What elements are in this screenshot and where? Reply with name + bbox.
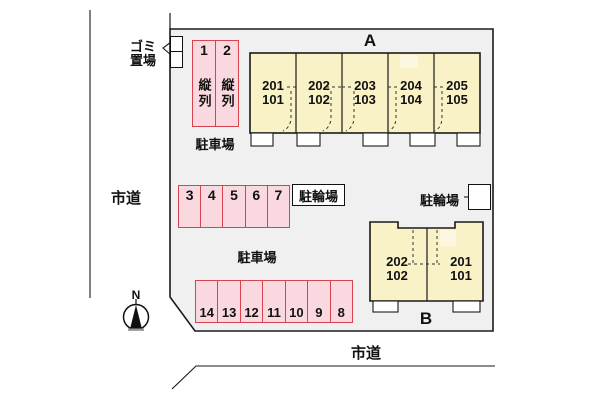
tandem-label: 縦列 <box>219 78 235 111</box>
bicycle-parking-box <box>468 184 491 210</box>
building-a-unit-5: 205 105 <box>434 79 480 106</box>
spot-number: 13 <box>221 305 237 320</box>
spot-number: 12 <box>244 305 259 320</box>
parking-lot-label-lower: 駐車場 <box>237 250 277 265</box>
spot-number: 3 <box>185 187 194 203</box>
building-a-unit-4: 204 104 <box>388 79 434 106</box>
building-a-shape <box>249 52 481 147</box>
parking-spot-6: 6 <box>244 186 267 227</box>
building-a-porches <box>250 132 481 147</box>
parking-spot-4: 4 <box>200 186 222 227</box>
parking-spot-1: 1 縦列 <box>193 41 215 126</box>
tandem-label: 縦列 <box>196 78 212 111</box>
road-bottom-label: 市道 <box>350 345 381 362</box>
parking-spot-5: 5 <box>222 186 244 227</box>
parking-spot-9: 9 <box>307 281 329 322</box>
middle-parking-row: 3 4 5 6 7 <box>178 185 290 228</box>
unit-upper-number: 204 <box>400 78 422 93</box>
building-b-shape <box>369 221 484 313</box>
spot-number: 5 <box>230 187 238 203</box>
unit-upper-number: 201 <box>450 254 472 269</box>
building-b-entrance-path-dashes <box>408 230 440 265</box>
bicycle-parking-label-a: 駐輪場 <box>292 184 345 206</box>
spot-number: 7 <box>274 187 283 203</box>
unit-lower-number: 105 <box>446 91 468 107</box>
spot-number: 9 <box>315 305 323 320</box>
spot-number: 14 <box>199 305 214 320</box>
parking-spot-14: 14 <box>196 281 217 322</box>
garbage-box-upper <box>170 36 183 52</box>
parking-spot-7: 7 <box>266 186 289 227</box>
building-b-unit-right: 201 101 <box>436 255 486 282</box>
unit-upper-number: 203 <box>354 78 376 93</box>
spot-number: 1 <box>200 42 208 58</box>
spot-number: 11 <box>267 305 281 320</box>
parking-spot-2: 2 縦列 <box>215 41 238 126</box>
building-b-name: B <box>419 309 433 328</box>
building-a-unit-1: 201 101 <box>250 79 296 106</box>
spot-number: 6 <box>252 187 261 203</box>
garbage-leader-arrow-icon <box>162 41 172 56</box>
unit-upper-number: 202 <box>308 78 330 93</box>
garbage-area-label: ゴミ置場 <box>130 39 157 69</box>
building-a-unit-3: 203 103 <box>342 79 388 106</box>
road-left-label: 市道 <box>110 190 141 207</box>
parking-spot-11: 11 <box>262 281 284 322</box>
unit-lower-number: 101 <box>450 267 472 283</box>
parking-spot-3: 3 <box>179 186 200 227</box>
unit-lower-number: 104 <box>400 91 422 107</box>
unit-lower-number: 102 <box>308 91 330 107</box>
compass-north-label: N <box>131 288 141 302</box>
unit-lower-number: 103 <box>354 91 376 107</box>
garbage-box-lower <box>170 51 183 68</box>
compass-icon <box>122 299 150 331</box>
unit-upper-number: 202 <box>386 254 408 269</box>
road-bottom-edge-line <box>171 365 495 390</box>
spot-number: 4 <box>207 187 216 203</box>
bicycle-parking-label-b: 駐輪場 <box>420 193 460 208</box>
parking-spot-13: 13 <box>217 281 239 322</box>
building-a-entrance-path-dashes <box>282 86 446 132</box>
building-b-porches <box>372 300 481 313</box>
parking-spot-8: 8 <box>329 281 352 322</box>
parking-spot-10: 10 <box>284 281 307 322</box>
unit-upper-number: 201 <box>262 78 284 93</box>
unit-upper-number: 205 <box>446 78 468 93</box>
bottom-parking-row: 14 13 12 11 10 9 8 <box>195 280 353 323</box>
tandem-parking-row: 1 縦列 2 縦列 <box>192 40 239 127</box>
spot-number: 10 <box>289 305 304 320</box>
unit-lower-number: 102 <box>386 267 408 283</box>
parking-spot-12: 12 <box>239 281 262 322</box>
unit-lower-number: 101 <box>262 91 284 107</box>
spot-number: 8 <box>337 305 345 320</box>
parking-lot-label-upper: 駐車場 <box>195 137 235 152</box>
building-a-name: A <box>363 31 377 50</box>
building-a-unit-2: 202 102 <box>296 79 342 106</box>
spot-number: 2 <box>223 42 231 58</box>
building-b-unit-left: 202 102 <box>372 255 422 282</box>
